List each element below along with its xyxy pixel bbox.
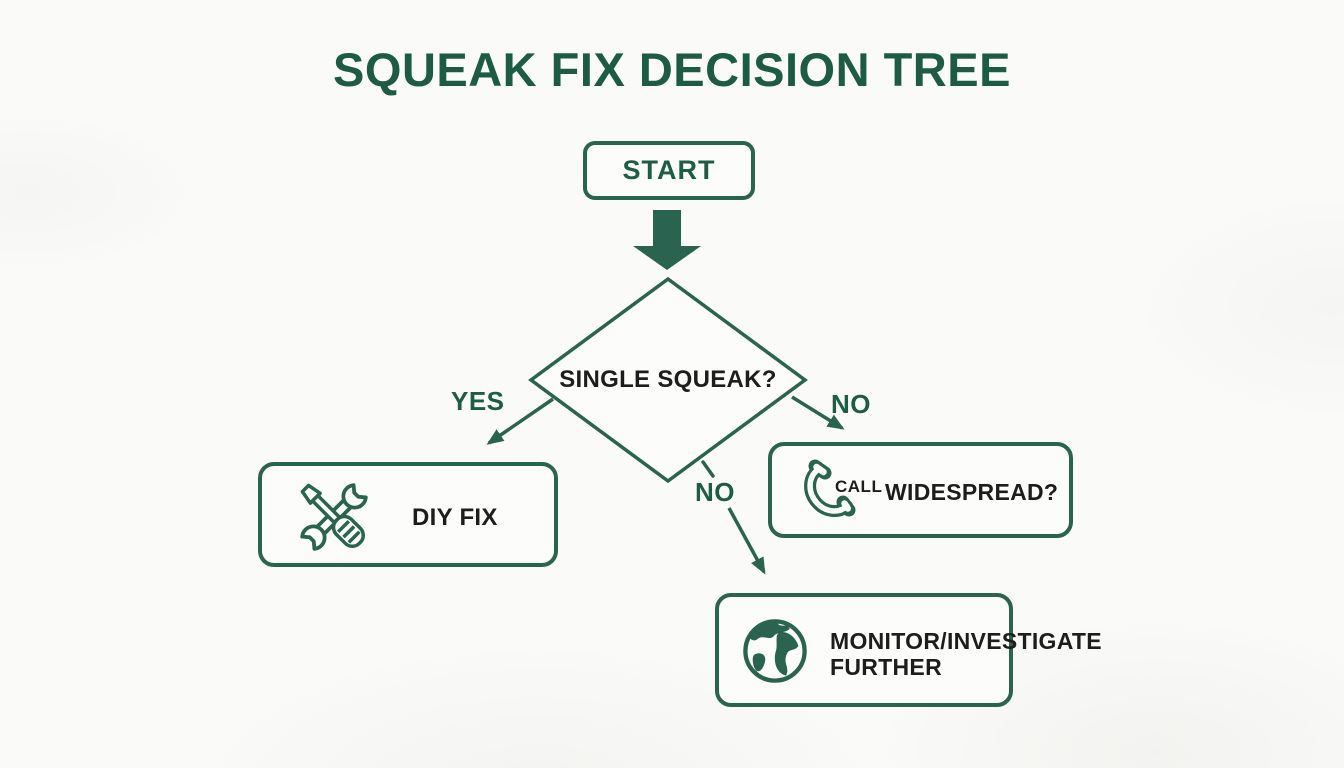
edge-yes-line xyxy=(486,397,554,445)
edge-no-right-label: NO xyxy=(831,389,871,419)
start-node-label: START xyxy=(622,155,716,185)
diy-fix-label: DIY FIX xyxy=(412,504,498,531)
tools-icon xyxy=(300,483,368,551)
monitor-label: MONITOR/INVESTIGATE FURTHER xyxy=(830,628,1102,680)
widespread-node: CALL WIDESPREAD? xyxy=(768,442,1073,538)
call-label: CALL xyxy=(835,477,883,496)
monitor-label-line1: MONITOR/INVESTIGATE xyxy=(830,628,1102,654)
decision-node-label: SINGLE SQUEAK? xyxy=(559,366,777,393)
decision-diamond xyxy=(528,276,808,484)
edge-yes-label: YES xyxy=(451,386,505,416)
monitor-label-line2: FURTHER xyxy=(830,654,942,680)
monitor-node: MONITOR/INVESTIGATE FURTHER xyxy=(715,593,1102,707)
start-block-arrow xyxy=(633,210,701,270)
edge-no-down-label: NO xyxy=(695,477,735,507)
edge-no-down-line xyxy=(727,507,766,575)
start-node: START xyxy=(583,141,755,200)
globe-icon xyxy=(743,619,807,683)
diy-fix-node: DIY FIX xyxy=(258,462,558,567)
edge-no-down-stub xyxy=(701,460,715,478)
diagram-title: SQUEAK FIX DECISION TREE xyxy=(333,43,1011,96)
edge-no-right-line xyxy=(791,395,845,430)
widespread-label: WIDESPREAD? xyxy=(885,479,1059,505)
phone-icon xyxy=(804,459,856,517)
